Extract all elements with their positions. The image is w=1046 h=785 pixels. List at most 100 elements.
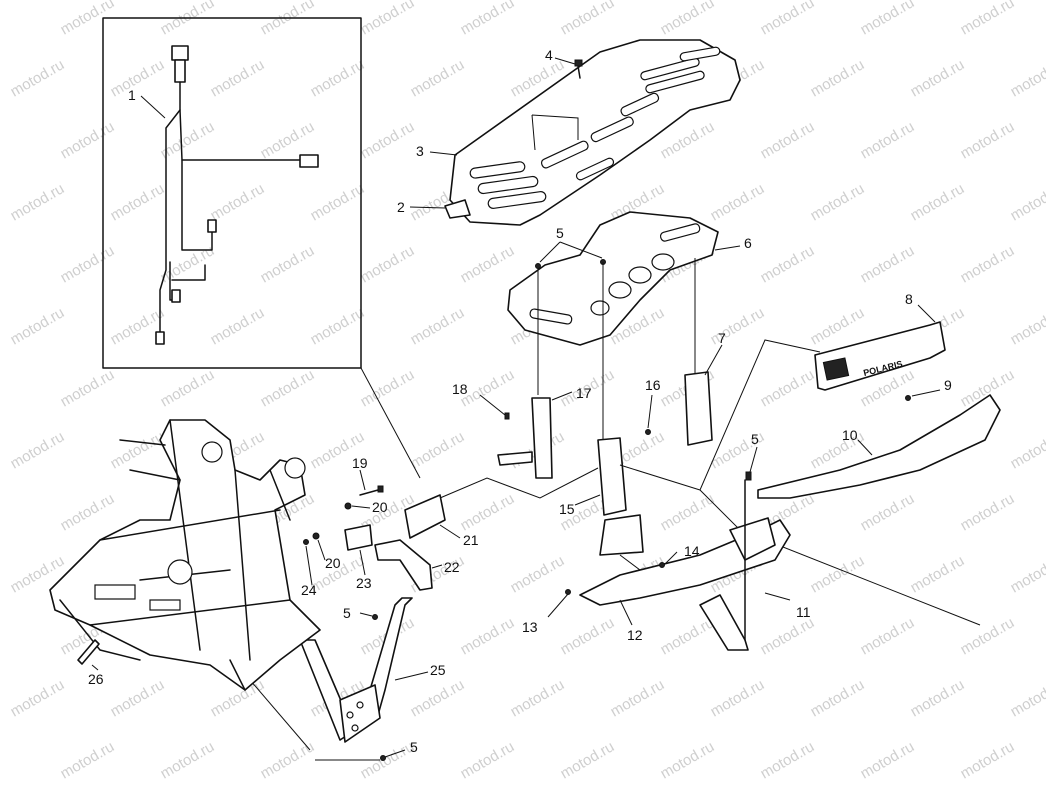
watermark-text: motod.ru xyxy=(408,676,468,720)
callout-22: 22 xyxy=(444,559,460,575)
watermark-text: motod.ru xyxy=(8,428,68,472)
watermark-text: motod.ru xyxy=(808,304,868,348)
watermark-text: motod.ru xyxy=(358,118,418,162)
clip xyxy=(409,199,471,219)
watermark-text: motod.ru xyxy=(258,0,318,38)
callout-13: 13 xyxy=(522,619,538,635)
callout-18: 18 xyxy=(452,381,468,397)
callout-26: 26 xyxy=(88,671,104,687)
watermark-text: motod.ru xyxy=(858,490,918,534)
watermark-text: motod.ru xyxy=(908,676,968,720)
callout-16: 16 xyxy=(645,377,661,393)
watermark-text: motod.ru xyxy=(1008,304,1046,348)
watermark-text: motod.ru xyxy=(858,614,918,658)
watermark-text: motod.ru xyxy=(608,676,668,720)
watermark-text: motod.ru xyxy=(658,738,718,782)
watermark-text: motod.ru xyxy=(58,490,118,534)
callout-labels: 1 2 3 4 5 5 5 5 6 7 8 9 10 11 12 13 14 1… xyxy=(88,47,952,755)
callout-14: 14 xyxy=(684,543,700,559)
watermark-text: motod.ru xyxy=(708,180,768,224)
watermark-text: motod.ru xyxy=(858,118,918,162)
watermark-text: motod.ru xyxy=(358,242,418,286)
callout-17: 17 xyxy=(576,385,592,401)
watermark-text: motod.ru xyxy=(558,738,618,782)
callout-10: 10 xyxy=(842,427,858,443)
watermark-text: motod.ru xyxy=(758,738,818,782)
watermark-text: motod.ru xyxy=(908,180,968,224)
callout-20a: 20 xyxy=(372,499,388,515)
callout-15: 15 xyxy=(559,501,575,517)
watermark-text: motod.ru xyxy=(58,366,118,410)
watermark-text: motod.ru xyxy=(808,552,868,596)
callout-6: 6 xyxy=(744,235,752,251)
watermark-text: motod.ru xyxy=(108,180,168,224)
watermark-text: motod.ru xyxy=(358,0,418,38)
watermark-text: motod.ru xyxy=(208,180,268,224)
watermark-text: motod.ru xyxy=(758,366,818,410)
watermark-text: motod.ru xyxy=(958,614,1018,658)
watermark-text: motod.ru xyxy=(108,56,168,100)
watermark-text: motod.ru xyxy=(708,676,768,720)
bolt-4 xyxy=(554,57,583,79)
watermark-text: motod.ru xyxy=(58,0,118,38)
callout-20b: 20 xyxy=(325,555,341,571)
front-rail xyxy=(547,479,791,651)
wiring-harness xyxy=(155,45,319,345)
callout-9: 9 xyxy=(944,377,952,393)
watermark-text: motod.ru xyxy=(308,180,368,224)
watermark-text: motod.ru xyxy=(408,304,468,348)
watermark-text: motod.ru xyxy=(958,738,1018,782)
callout-11: 11 xyxy=(796,604,811,620)
callout-12: 12 xyxy=(627,627,643,643)
callout-23: 23 xyxy=(356,575,372,591)
callout-24: 24 xyxy=(301,582,317,598)
watermark-text: motod.ru xyxy=(458,738,518,782)
callout-3: 3 xyxy=(416,143,424,159)
connector-21 xyxy=(404,494,461,539)
watermark-text: motod.ru xyxy=(308,304,368,348)
watermark-text: motod.ru xyxy=(1008,428,1046,472)
skid-guard xyxy=(249,597,429,761)
watermark-text: motod.ru xyxy=(508,676,568,720)
watermark-text: motod.ru xyxy=(708,304,768,348)
watermark-text: motod.ru xyxy=(758,0,818,38)
callout-8: 8 xyxy=(905,291,913,307)
callout-5d: 5 xyxy=(410,739,418,755)
bracket-17 xyxy=(497,391,573,479)
callout-5b: 5 xyxy=(751,431,759,447)
support-bolts xyxy=(535,241,606,269)
watermark-text: motod.ru xyxy=(308,56,368,100)
callout-5c: 5 xyxy=(343,605,351,621)
harness-inset xyxy=(102,17,362,369)
watermark-text: motod.ru xyxy=(108,676,168,720)
watermark-text: motod.ru xyxy=(158,366,218,410)
callout-1: 1 xyxy=(128,87,136,103)
nameplate: POLARIS xyxy=(814,304,946,391)
callout-21: 21 xyxy=(463,532,479,548)
watermark-text: motod.ru xyxy=(208,56,268,100)
watermark-text: motod.ru xyxy=(1008,676,1046,720)
watermark-text: motod.ru xyxy=(258,738,318,782)
watermark-text: motod.ru xyxy=(1008,180,1046,224)
callout-2: 2 xyxy=(397,199,405,215)
watermark-text: motod.ru xyxy=(558,0,618,38)
watermark-text: motod.ru xyxy=(8,56,68,100)
watermark-text: motod.ru xyxy=(58,242,118,286)
watermark-text: motod.ru xyxy=(658,490,718,534)
bracket-7 xyxy=(684,344,723,446)
watermark-text: motod.ru xyxy=(508,552,568,596)
watermark-text: motod.ru xyxy=(8,676,68,720)
watermark-text: motod.ru xyxy=(8,304,68,348)
watermark-text: motod.ru xyxy=(358,366,418,410)
callout-25: 25 xyxy=(430,662,446,678)
watermark-text: motod.ru xyxy=(808,180,868,224)
watermark-text: motod.ru xyxy=(858,738,918,782)
watermark-text: motod.ru xyxy=(458,490,518,534)
watermark-text: motod.ru xyxy=(108,428,168,472)
watermark-text: motod.ru xyxy=(408,428,468,472)
callout-19: 19 xyxy=(352,455,368,471)
watermark-text: motod.ru xyxy=(558,614,618,658)
watermark-text: motod.ru xyxy=(958,0,1018,38)
callout-5a: 5 xyxy=(556,225,564,241)
